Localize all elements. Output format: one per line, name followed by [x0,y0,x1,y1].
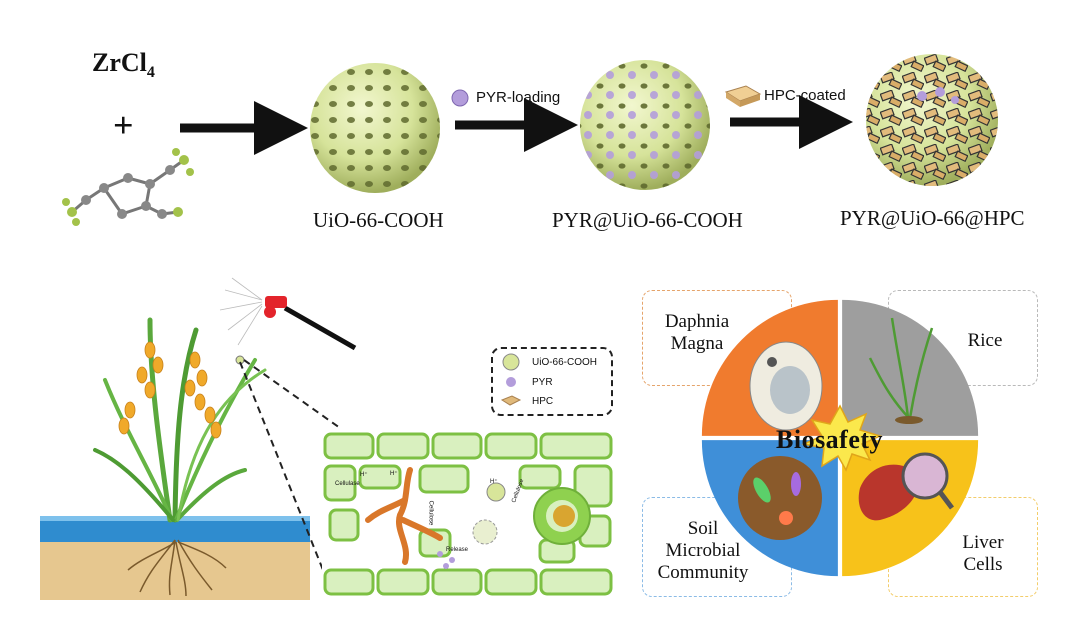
legend-item-3: HPC [532,396,554,407]
legend-pyr-icon [506,377,516,387]
legend-symbols [500,353,522,406]
sprayer-icon [264,296,357,351]
leaf-label-4: Cellulose [427,500,434,526]
legend-item-1: UiO-66-COOH [532,357,598,368]
leaf-label-3: H⁺ [390,471,398,477]
rice-grains [118,341,222,439]
product-label-3: PYR@UiO-66@HPC [840,206,1025,230]
leaf-cross-section [322,430,614,596]
plus-sign: + [113,105,134,145]
liver-cell-icon [858,452,954,521]
application-scheme [40,277,614,600]
spray-mist [219,277,263,346]
legend-hpc-icon [500,395,522,406]
rice-icon [868,317,934,424]
product-label-1: UiO-66-COOH [313,208,444,232]
pyr-uio-66-hpc-sphere [866,54,998,186]
synthesis-scheme [62,54,998,226]
soil [40,542,310,600]
leaf-label-5: Release [446,547,469,553]
biosafety-burst [801,404,883,472]
biosafety-pie [701,299,979,577]
legend-mof-icon [502,353,520,371]
linker-molecule-icon [62,148,194,226]
daphnia-icon [749,341,823,431]
leaf-label-1: H⁺ [360,472,368,478]
reagent-label: ZrCl4 [92,48,155,82]
hpc-flake-icon [724,85,762,107]
product-label-2: PYR@UiO-66-COOH [552,208,743,232]
quadrant-label-rice: Rice [967,330,1003,351]
hpc-coated-label: HPC-coated [764,87,846,104]
legend-item-2: PYR [532,377,553,388]
pie-slice-rice [842,299,979,436]
pyr-icon [451,89,469,107]
roots [127,539,227,597]
pyr-loading-label: PYR-loading [476,89,561,106]
pyr-uio-66-cooh-sphere [580,60,710,190]
leaf-label-2: Cellulase [335,481,360,487]
leaf-label-6: H⁺ [490,479,498,485]
legend [491,347,613,416]
uio-66-cooh-sphere [310,63,440,193]
biosafety-label: Biosafety [776,425,884,454]
soil-microbe-icon [738,456,822,540]
